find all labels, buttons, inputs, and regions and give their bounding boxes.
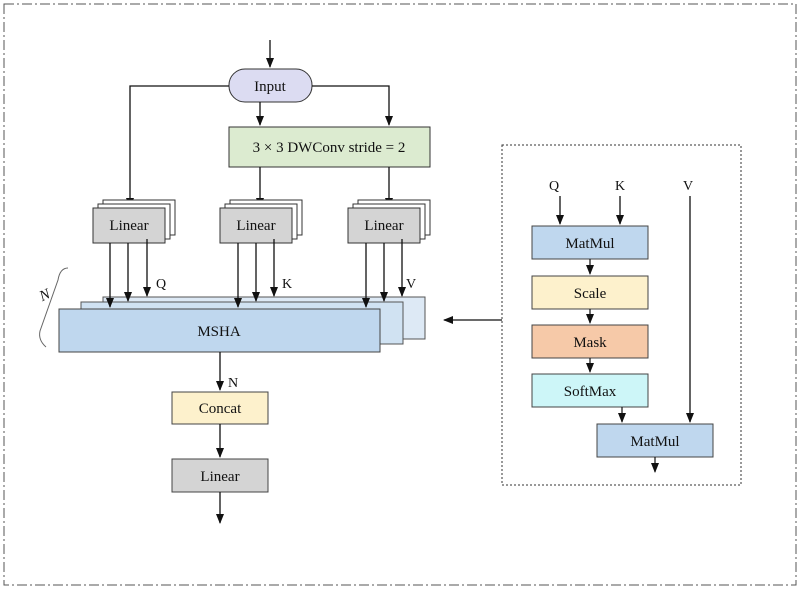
linear-label-q: Linear (109, 218, 148, 234)
linear-stack-q: Linear (92, 199, 176, 244)
output-linear-label: Linear (200, 469, 239, 485)
detail-matmul2-label: MatMul (630, 434, 679, 450)
detail-matmul1-label: MatMul (565, 236, 614, 252)
msha-label: MSHA (197, 324, 241, 340)
q-arrows (106, 239, 151, 308)
q-label: Q (156, 277, 166, 292)
detail-mask-label: Mask (573, 335, 607, 351)
detail-matmul1-node (531, 225, 649, 260)
linear-label-v: Linear (364, 218, 403, 234)
v-arrows (362, 239, 406, 308)
input-to-left-branch (126, 85, 229, 208)
dwconv-label: 3 × 3 DWConv stride = 2 (253, 140, 406, 156)
outer-frame (3, 3, 797, 586)
concat-label: Concat (199, 401, 242, 417)
linear-label-k: Linear (236, 218, 275, 234)
input-label: Input (254, 79, 286, 95)
k-label: K (282, 277, 292, 292)
n-label: N (228, 376, 238, 391)
detail-k-label: K (615, 179, 625, 194)
n-stack-label: N (36, 286, 54, 306)
k-arrows (234, 239, 278, 308)
concat-node (171, 391, 269, 425)
msha-node (58, 308, 381, 353)
detail-softmax-node (531, 373, 649, 408)
detail-v-label: V (683, 179, 693, 194)
detail-softmax-label: SoftMax (564, 384, 617, 400)
input-to-right-branch (312, 85, 393, 126)
v-label: V (406, 277, 416, 292)
detail-scale-label: Scale (574, 286, 607, 302)
n-stack-brace (39, 267, 69, 348)
linear-stack-v: Linear (347, 199, 431, 244)
output-linear-node (171, 458, 269, 493)
dwconv-node (228, 126, 431, 168)
linear-stack-k: Linear (219, 199, 303, 244)
detail-q-label: Q (549, 179, 559, 194)
attention-detail-panel (501, 144, 742, 486)
detail-scale-node (531, 275, 649, 310)
